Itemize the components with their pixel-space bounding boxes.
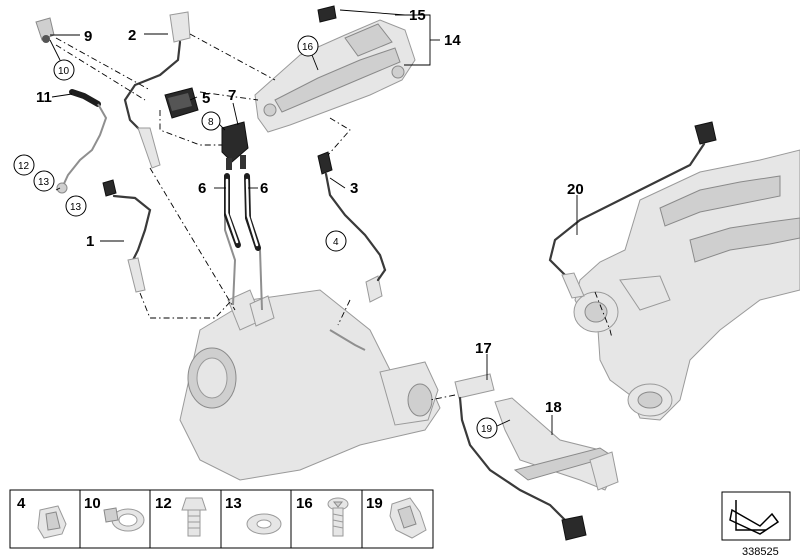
callout-7: 7 xyxy=(228,87,236,104)
control-module xyxy=(164,87,199,119)
direction-arrow-icon xyxy=(729,508,780,535)
callout-19: 19 xyxy=(481,424,493,435)
callout-13-a: 13 xyxy=(38,177,50,188)
legend-number: 10 xyxy=(84,495,101,512)
pressure-sensor xyxy=(221,121,249,170)
callout-2: 2 xyxy=(128,27,136,44)
torx-screw-icon xyxy=(327,497,349,537)
callout-11: 11 xyxy=(36,89,52,106)
callout-5: 5 xyxy=(202,90,210,107)
callout-4: 4 xyxy=(333,237,339,248)
leader-lines xyxy=(49,9,578,435)
assembly-lines xyxy=(55,33,613,401)
nox-sensor-2 xyxy=(123,11,191,169)
legend-cell-16: 16 xyxy=(296,495,349,537)
view-direction-box xyxy=(721,491,791,541)
exhaust-sensor-3 xyxy=(317,151,387,303)
callout-6-left: 6 xyxy=(198,180,206,197)
small-parts-legend: 4 10 12 13 xyxy=(9,489,434,549)
hose-clamp-icon xyxy=(103,507,145,532)
legend-cell-10: 10 xyxy=(84,495,145,532)
callout-3: 3 xyxy=(350,180,358,197)
callout-18: 18 xyxy=(545,399,562,416)
callout-9: 9 xyxy=(84,28,92,45)
callout-17: 17 xyxy=(475,340,492,357)
legend-cell-13: 13 xyxy=(225,495,282,535)
nox-sensor-20 xyxy=(548,121,717,299)
hollow-bolt-icon xyxy=(181,497,207,537)
callout-16: 16 xyxy=(302,42,314,53)
callout-12: 12 xyxy=(18,161,30,172)
legend-cell-19: 19 xyxy=(366,495,427,539)
callout-6-right: 6 xyxy=(260,180,268,197)
callout-20: 20 xyxy=(567,181,584,198)
legend-cell-12: 12 xyxy=(155,495,207,537)
vacuum-line-11 xyxy=(56,89,108,194)
cable-clip-icon xyxy=(389,497,427,539)
intake-manifold xyxy=(573,149,800,421)
exhaust-sensor-9 xyxy=(35,17,55,43)
legend-cell-4: 4 xyxy=(17,495,67,539)
callout-labels: 9 2 10 11 5 7 8 12 13 13 6 6 3 1 4 15 14… xyxy=(13,7,584,439)
callout-13-b: 13 xyxy=(70,202,82,213)
legend-number: 16 xyxy=(296,495,313,512)
callout-15: 15 xyxy=(409,7,426,24)
particulate-filter xyxy=(179,289,441,481)
document-number: 338525 xyxy=(742,546,779,558)
sensor-bracket-18 xyxy=(494,397,619,491)
spring-clip-icon xyxy=(37,505,67,539)
legend-number: 4 xyxy=(17,495,26,512)
callout-8: 8 xyxy=(208,117,214,128)
legend-number: 19 xyxy=(366,495,383,512)
callout-1: 1 xyxy=(86,233,94,250)
callout-14: 14 xyxy=(444,32,461,49)
temperature-sensor-1 xyxy=(102,179,152,293)
callout-10: 10 xyxy=(58,66,70,77)
mounting-bracket xyxy=(254,5,416,133)
pressure-hoses xyxy=(224,173,263,311)
legend-number: 13 xyxy=(225,495,242,512)
lambda-sensor-17 xyxy=(454,373,587,541)
legend-number: 12 xyxy=(155,495,172,512)
sealing-washer-icon xyxy=(246,513,282,535)
